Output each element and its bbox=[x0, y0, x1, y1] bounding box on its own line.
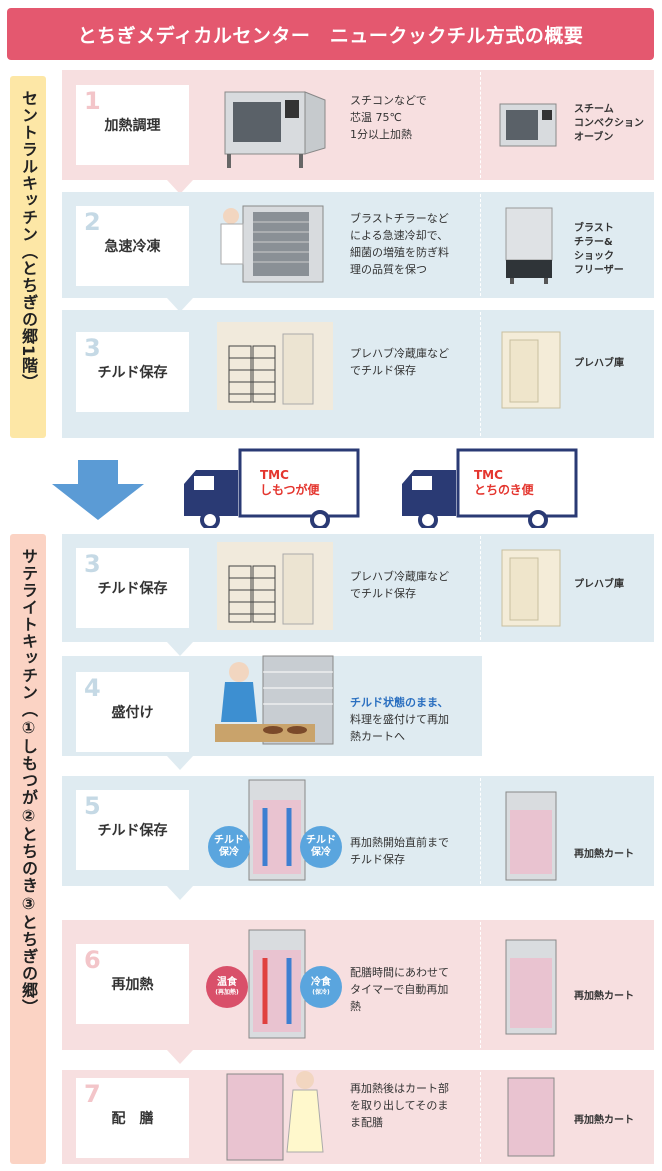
page-title: とちぎメディカルセンター ニュークックチル方式の概要 bbox=[7, 8, 654, 60]
step-6-box: 6 再加熱 bbox=[76, 944, 189, 1024]
step-4-label: 盛付け bbox=[111, 705, 154, 721]
step-4-box: 4 盛付け bbox=[76, 672, 189, 752]
down-arrow-icon bbox=[52, 460, 144, 520]
reheat-cart-image-3 bbox=[507, 1077, 555, 1157]
reheat-cart-image-2 bbox=[505, 939, 557, 1035]
step-4-description: チルド状態のまま、料理を盛付けて再加熱カートへ bbox=[350, 696, 449, 743]
steam-oven-image bbox=[499, 103, 557, 147]
reheat-cart-label-2: 再加熱カート bbox=[574, 991, 634, 1002]
step-1-box: 1 加熱調理 bbox=[76, 85, 189, 165]
step-3-central-label: チルド保存 bbox=[97, 365, 168, 381]
step-6-label: 再加熱 bbox=[111, 977, 154, 993]
truck-icon-2 bbox=[402, 448, 578, 528]
blast-freezer-image bbox=[505, 207, 553, 284]
satellite-kitchen-label: サテライトキッチン（①しもつが②とちのき③とちぎの郷） bbox=[10, 534, 46, 1164]
step-2-label: 急速冷凍 bbox=[104, 239, 161, 255]
prefab-cooler-image bbox=[501, 331, 561, 409]
step-7-label: 配 膳 bbox=[111, 1111, 154, 1127]
reheat-cart-heating-image bbox=[248, 929, 306, 1039]
combi-oven-image bbox=[224, 91, 326, 168]
plating-image bbox=[215, 655, 334, 745]
hot-food-badge: 温食(再加熱) bbox=[206, 966, 248, 1008]
step-2-box: 2 急速冷凍 bbox=[76, 206, 189, 286]
prefab-cooler-label-2: プレハブ庫 bbox=[574, 579, 624, 590]
prefab-cooler-label: プレハブ庫 bbox=[574, 358, 624, 369]
step-1-label: 加熱調理 bbox=[104, 118, 161, 134]
step-3-satellite-label: チルド保存 bbox=[97, 581, 168, 597]
prefab-cooler-image-2 bbox=[501, 549, 561, 627]
steam-oven-label: スチーム コンベクション オーブン bbox=[574, 104, 644, 143]
reheat-cart-label-3: 再加熱カート bbox=[574, 1115, 634, 1126]
step-3-satellite-box: 3 チルド保存 bbox=[76, 548, 189, 628]
walk-in-cooler-image-2 bbox=[217, 542, 333, 630]
step-6-description: 配膳時間にあわせてタイマーで自動再加熱 bbox=[350, 966, 449, 1013]
step-5-label: チルド保存 bbox=[97, 823, 168, 839]
step-2-description: ブラストチラーなどによる急速冷却で、細菌の増殖を防ぎ料理の品質を保つ bbox=[350, 212, 449, 276]
step-3-central-box: 3 チルド保存 bbox=[76, 332, 189, 412]
cold-food-badge: 冷食(保冷) bbox=[300, 966, 342, 1008]
step-3-central-description: プレハブ冷蔵庫などでチルド保存 bbox=[350, 347, 449, 377]
walk-in-cooler-image bbox=[217, 322, 333, 410]
serving-image bbox=[226, 1071, 324, 1161]
central-kitchen-label: セントラルキッチン（とちぎの郷1階） bbox=[10, 76, 46, 438]
truck-icon-1 bbox=[184, 448, 360, 528]
chilled-badge-left: チルド保冷 bbox=[208, 826, 250, 868]
reheat-cart-image-1 bbox=[505, 791, 557, 881]
step-5-box: 5 チルド保存 bbox=[76, 790, 189, 870]
step-7-description: 再加熱後はカート部を取り出してそのまま配膳 bbox=[350, 1082, 449, 1129]
blast-freezer-label: ブラスト チラー& ショック フリーザー bbox=[574, 223, 624, 276]
reheat-cart-label-1: 再加熱カート bbox=[574, 849, 634, 860]
blast-chiller-image bbox=[220, 205, 324, 283]
step-3-satellite-description: プレハブ冷蔵庫などでチルド保存 bbox=[350, 570, 449, 600]
step-5-description: 再加熱開始直前までチルド保存 bbox=[350, 836, 449, 866]
step-7-box: 7 配 膳 bbox=[76, 1078, 189, 1158]
chilled-badge-right: チルド保冷 bbox=[300, 826, 342, 868]
reheat-cart-chilled-image bbox=[248, 779, 306, 881]
